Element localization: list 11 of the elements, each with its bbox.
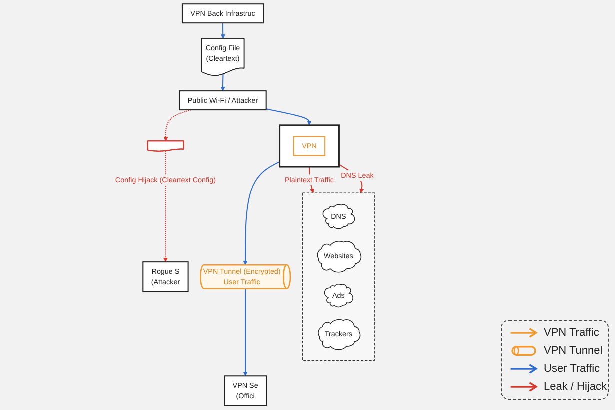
arrow [220, 74, 226, 92]
cluster [302, 192, 375, 362]
legend-text: Leak / Hijack [544, 381, 607, 393]
arrow [220, 23, 226, 39]
arrow [163, 151, 168, 262]
arrow [266, 108, 312, 126]
legend-text: VPN Tunnel [544, 345, 603, 357]
legend-text: VPN Traffic [544, 327, 600, 339]
arrow [243, 162, 280, 266]
legend-text: User Traffic [544, 363, 600, 375]
arrow [243, 288, 248, 376]
